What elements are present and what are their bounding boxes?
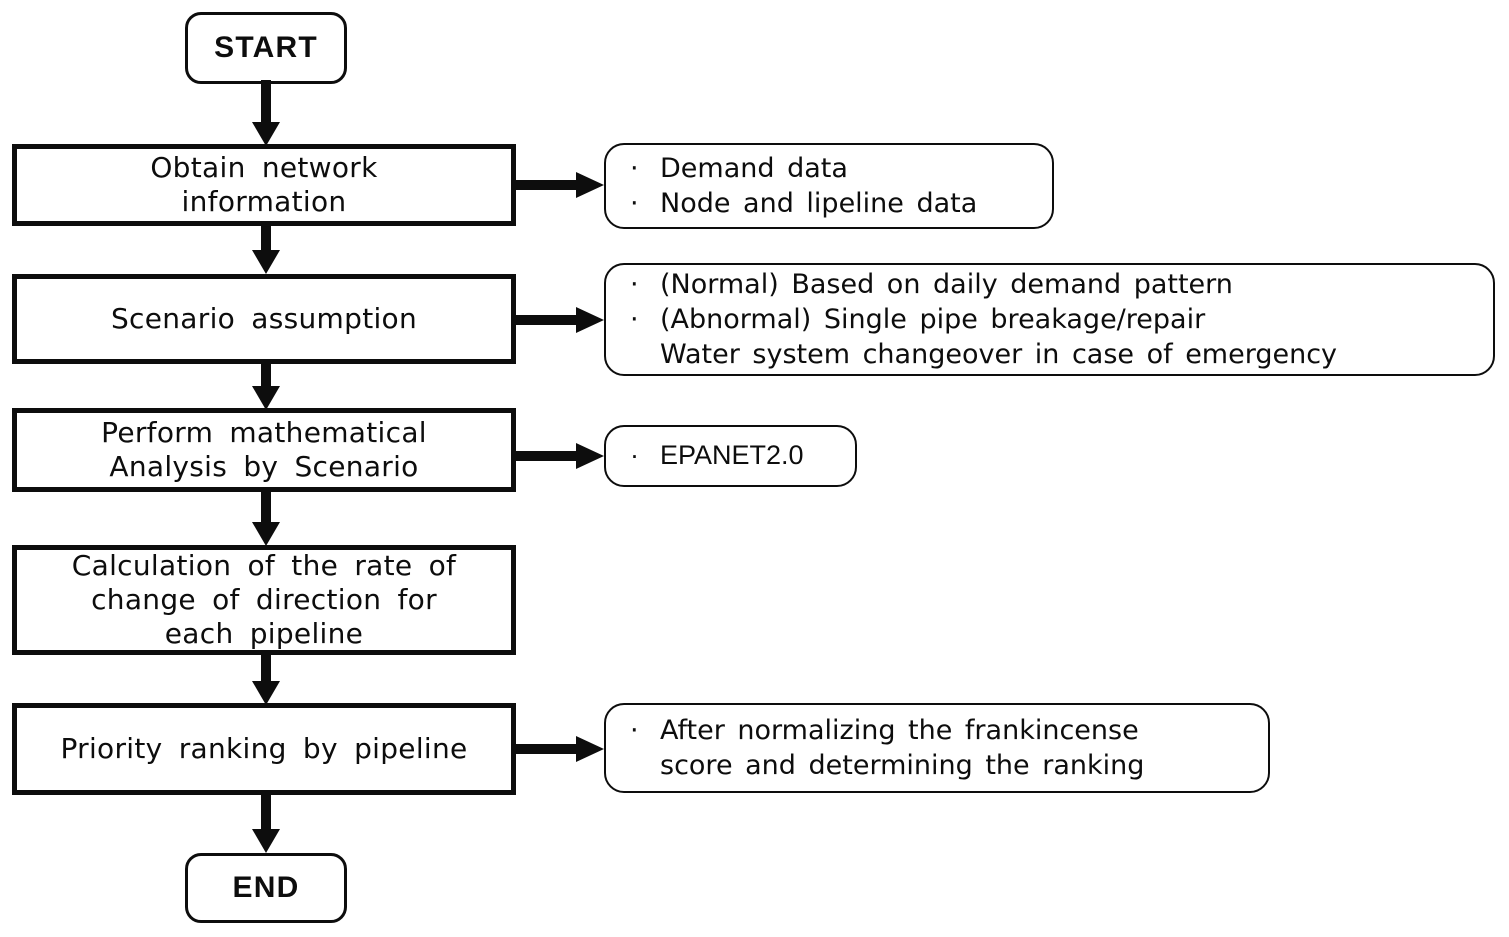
note-list-item: · (Abnormal) Single pipe breakage/repair…: [626, 302, 1479, 372]
process-obtain-network-information: Obtain network information: [12, 144, 516, 226]
connector-scenario-to-perform: [248, 362, 284, 412]
note-item-text: After normalizing the frankincense score…: [660, 714, 1145, 781]
note-item-text: Node and lipeline data: [660, 188, 978, 219]
process-calculation-rate-of-change: Calculation of the rate of change of dir…: [12, 545, 516, 655]
connector-obtain-to-note: [514, 169, 606, 201]
connector-priority-to-end: [248, 793, 284, 855]
bullet-icon: ·: [630, 440, 639, 471]
connector-perform-to-calculation: [248, 490, 284, 548]
note-scenarios: · (Normal) Based on daily demand pattern…: [604, 263, 1495, 376]
terminator-end: END: [185, 853, 347, 923]
terminator-start-label: START: [214, 31, 318, 64]
process-perform-mathematical-analysis-label: Perform mathematical Analysis by Scenari…: [101, 415, 427, 483]
note-network-data: · Demand data · Node and lipeline data: [604, 143, 1054, 229]
note-item-text: EPANET2.0: [660, 440, 804, 471]
note-software: · EPANET2.0: [604, 425, 857, 487]
note-ranking-method: · After normalizing the frankincense sco…: [604, 703, 1270, 793]
note-item-text: (Normal) Based on daily demand pattern: [660, 268, 1233, 300]
bullet-icon: ·: [630, 188, 639, 219]
bullet-icon: ·: [630, 268, 639, 300]
connector-calculation-to-priority: [248, 653, 284, 707]
note-item-text: Demand data: [660, 152, 848, 184]
terminator-end-label: END: [232, 871, 300, 904]
note-list-item: · EPANET2.0: [626, 438, 841, 473]
terminator-start: START: [185, 12, 347, 84]
process-scenario-assumption: Scenario assumption: [12, 274, 516, 364]
connector-priority-to-note: [514, 733, 606, 765]
note-list-item: · (Normal) Based on daily demand pattern: [626, 267, 1479, 302]
connector-scenario-to-note: [514, 304, 606, 336]
note-list-item: · Demand data: [626, 151, 1038, 186]
note-list-item: · After normalizing the frankincense sco…: [626, 713, 1254, 783]
connector-start-to-obtain: [248, 80, 284, 148]
process-obtain-network-information-label: Obtain network information: [150, 150, 378, 218]
process-calculation-rate-of-change-label: Calculation of the rate of change of dir…: [71, 548, 457, 651]
bullet-icon: ·: [630, 152, 639, 184]
connector-perform-to-note: [514, 440, 606, 472]
process-priority-ranking-by-pipeline: Priority ranking by pipeline: [12, 703, 516, 795]
note-item-text: (Abnormal) Single pipe breakage/repair W…: [660, 303, 1338, 371]
note-list-item: · Node and lipeline data: [626, 186, 1038, 221]
process-perform-mathematical-analysis: Perform mathematical Analysis by Scenari…: [12, 408, 516, 492]
connector-obtain-to-scenario: [248, 224, 284, 276]
bullet-icon: ·: [630, 714, 639, 746]
process-priority-ranking-by-pipeline-label: Priority ranking by pipeline: [60, 731, 468, 765]
process-scenario-assumption-label: Scenario assumption: [110, 301, 418, 335]
bullet-icon: ·: [630, 303, 639, 335]
